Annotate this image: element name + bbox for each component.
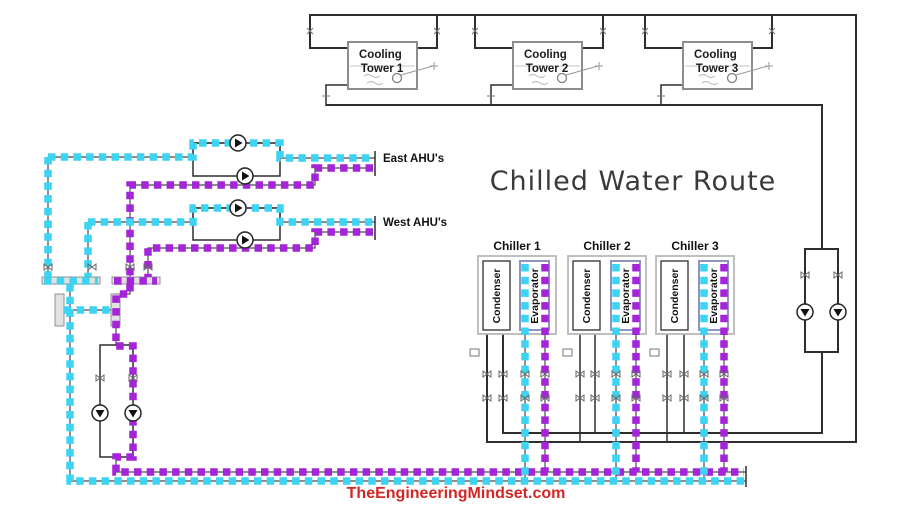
pipe-tower1-feed-right	[417, 15, 438, 49]
supply-west-ahu	[88, 204, 373, 226]
return-main-to-chillers	[112, 284, 744, 476]
tower1-waves	[363, 74, 384, 85]
chilled-return-pipes	[112, 164, 744, 476]
condenser-pump-loop	[804, 248, 839, 353]
chiller1-label: Chiller 1	[493, 239, 541, 253]
pump-icon	[91, 404, 109, 422]
pipe-tower3-feed-right	[752, 15, 773, 49]
tower3-float-icon	[726, 72, 738, 84]
pump-icon	[124, 404, 142, 422]
instrument-tag	[649, 348, 660, 357]
pipe-tower-return-header	[326, 104, 823, 249]
pipe-tower2-feed-left	[474, 15, 513, 49]
east-ahu-label: East AHU's	[383, 153, 444, 165]
chiller2-condenser-box	[572, 260, 601, 331]
tower3-float-arm	[735, 62, 773, 76]
pipe-outer-frame	[309, 14, 857, 443]
cooling-tower-2	[512, 41, 603, 90]
pump-icon	[236, 167, 254, 185]
instrument-tag	[469, 348, 480, 357]
pipe-end-caps	[374, 151, 747, 487]
tower3-waves	[698, 74, 719, 85]
pipe-tower1-outlet	[325, 84, 348, 106]
chiller2-condenser-label: Condenser	[581, 269, 593, 324]
underlay-return-main	[115, 284, 746, 473]
cooling-towers	[306, 27, 776, 97]
tower1-float-arm	[400, 62, 438, 76]
page-title: Chilled Water Route	[490, 166, 777, 197]
pump-icon	[829, 303, 847, 321]
pump-icon	[236, 231, 254, 249]
pipe-tower2-outlet	[490, 84, 513, 106]
pump-icon	[229, 199, 247, 217]
pump-icon	[229, 134, 247, 152]
labels: Cooling Tower 1 Cooling Tower 2 Cooling …	[347, 49, 777, 502]
valve-symbols	[43, 263, 843, 402]
pipe-tower2-feed-right	[582, 15, 604, 49]
tower-feed-valve-marks	[306, 27, 776, 97]
chiller3-condenser-box	[660, 260, 689, 331]
tower2-float-arm	[565, 62, 603, 76]
chillers	[477, 255, 735, 335]
tower3-label: Cooling Tower 3	[694, 49, 740, 75]
west-ahu-label: West AHU's	[383, 217, 447, 229]
underlay-return-west	[147, 231, 373, 277]
chiller3-condenser-label: Condenser	[669, 269, 681, 324]
chiller3-evaporator-label: Evaporator	[708, 268, 720, 323]
cooling-tower-1	[347, 41, 438, 90]
chiller1-condenser-label: Condenser	[491, 269, 503, 324]
chilled-pump-loop	[99, 344, 134, 458]
instrument-tag	[562, 348, 573, 357]
tower2-float-icon	[556, 72, 568, 84]
pipe-tower3-feed-left	[644, 15, 683, 49]
chiller1-evaporator-label: Evaporator	[529, 268, 541, 323]
return-west-ahu	[144, 228, 373, 277]
cooling-tower-3	[682, 41, 773, 90]
chiller2-evaporator-label: Evaporator	[620, 268, 632, 323]
chiller2-label: Chiller 2	[583, 239, 631, 253]
pump-icon	[796, 303, 814, 321]
tower1-float-icon	[391, 72, 403, 84]
pipe-condenser-return	[502, 332, 823, 434]
decoupler-flange-left	[54, 293, 65, 327]
supply-main-bus	[66, 284, 744, 485]
chiller1-condenser-box	[482, 260, 511, 331]
return-header-bar	[111, 276, 161, 285]
supply-east-ahu	[48, 139, 373, 162]
condenser-water-pipes	[99, 14, 857, 487]
chiller3-label: Chiller 3	[671, 239, 719, 253]
chilled-supply-pipes	[44, 139, 744, 485]
tower2-waves	[528, 74, 549, 85]
tower2-label: Cooling Tower 2	[524, 49, 570, 75]
return-east-ahu	[126, 164, 373, 277]
tower1-label: Cooling Tower 1	[359, 49, 405, 75]
watermark-url: TheEngineeringMindset.com	[347, 485, 566, 502]
pipe-tower3-outlet	[660, 84, 683, 106]
pumps	[91, 134, 847, 422]
